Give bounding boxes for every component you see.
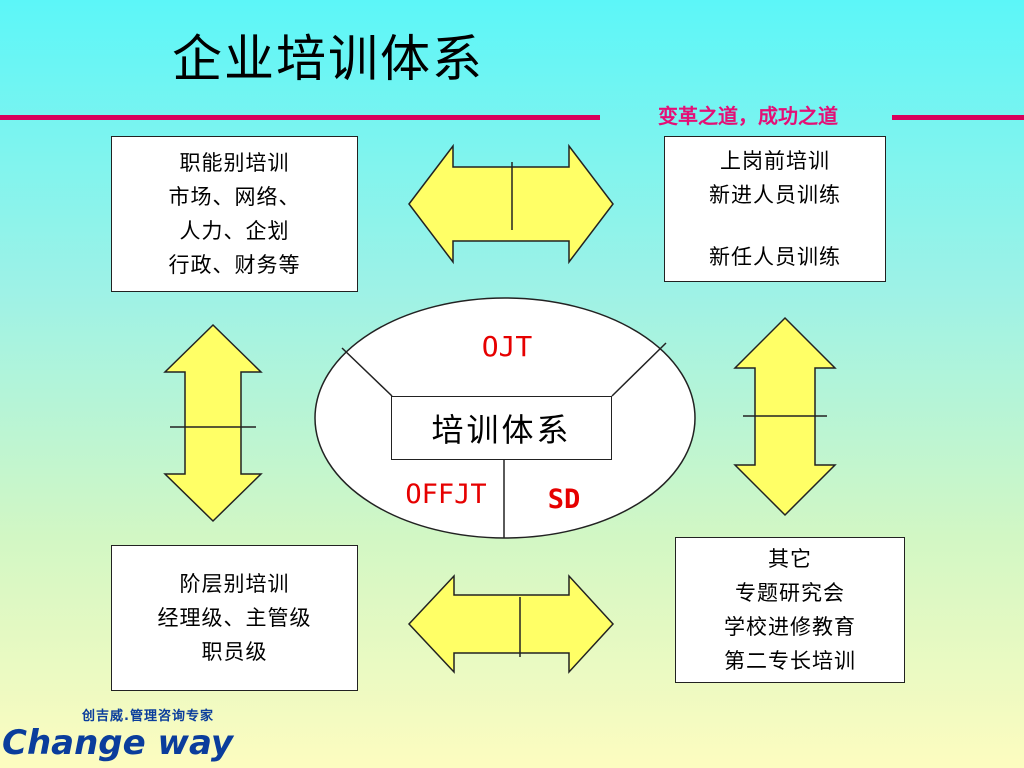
box-line: 阶层别培训 — [179, 572, 290, 596]
box-line: 经理级、主管级 — [157, 606, 312, 630]
offjt-label: OFFJT — [405, 479, 487, 510]
functional-training-box: 职能别培训 市场、网络、 人力、企划 行政、财务等 — [111, 136, 358, 292]
box-line: 其它 — [768, 547, 812, 571]
right-vertical-arrow — [733, 316, 837, 517]
svg-text:Change way: Change way — [2, 723, 235, 763]
box-line: 职能别培训 — [179, 151, 290, 175]
other-training-box: 其它 专题研究会 学校进修教育 第二专长培训 — [675, 537, 905, 683]
box-line: 上岗前培训 — [720, 149, 830, 173]
box-line: 行政、财务等 — [168, 253, 301, 277]
box-line: 新任人员训练 — [709, 245, 841, 269]
box-line: 职员级 — [201, 640, 268, 664]
left-vertical-arrow — [163, 323, 263, 523]
svg-text:创吉威.管理咨询专家: 创吉威.管理咨询专家 — [81, 708, 214, 724]
box-line: 人力、企划 — [179, 219, 290, 243]
level-training-box: 阶层别培训 经理级、主管级 职员级 — [111, 545, 358, 691]
ojt-label: OJT — [481, 330, 533, 363]
box-line: 新进人员训练 — [709, 183, 841, 207]
page-title: 企业培训体系 — [172, 30, 484, 88]
top-horizontal-arrow — [408, 143, 614, 265]
box-line: 市场、网络、 — [168, 185, 301, 209]
changeway-logo: 创吉威.管理咨询专家 Change way — [2, 708, 235, 763]
pre-job-training-box: 上岗前培训 新进人员训练 新任人员训练 — [664, 136, 886, 282]
box-line: 第二专长培训 — [724, 649, 856, 673]
slogan: 变革之道，成功之道 — [658, 104, 838, 128]
box-line: 学校进修教育 — [724, 615, 856, 639]
sd-label: SD — [547, 484, 581, 515]
box-line: 专题研究会 — [735, 581, 845, 605]
bottom-horizontal-arrow — [407, 574, 615, 674]
header-rule-left — [0, 115, 600, 120]
training-system-label: 培训体系 — [391, 396, 612, 460]
header-rule-right — [892, 115, 1024, 120]
